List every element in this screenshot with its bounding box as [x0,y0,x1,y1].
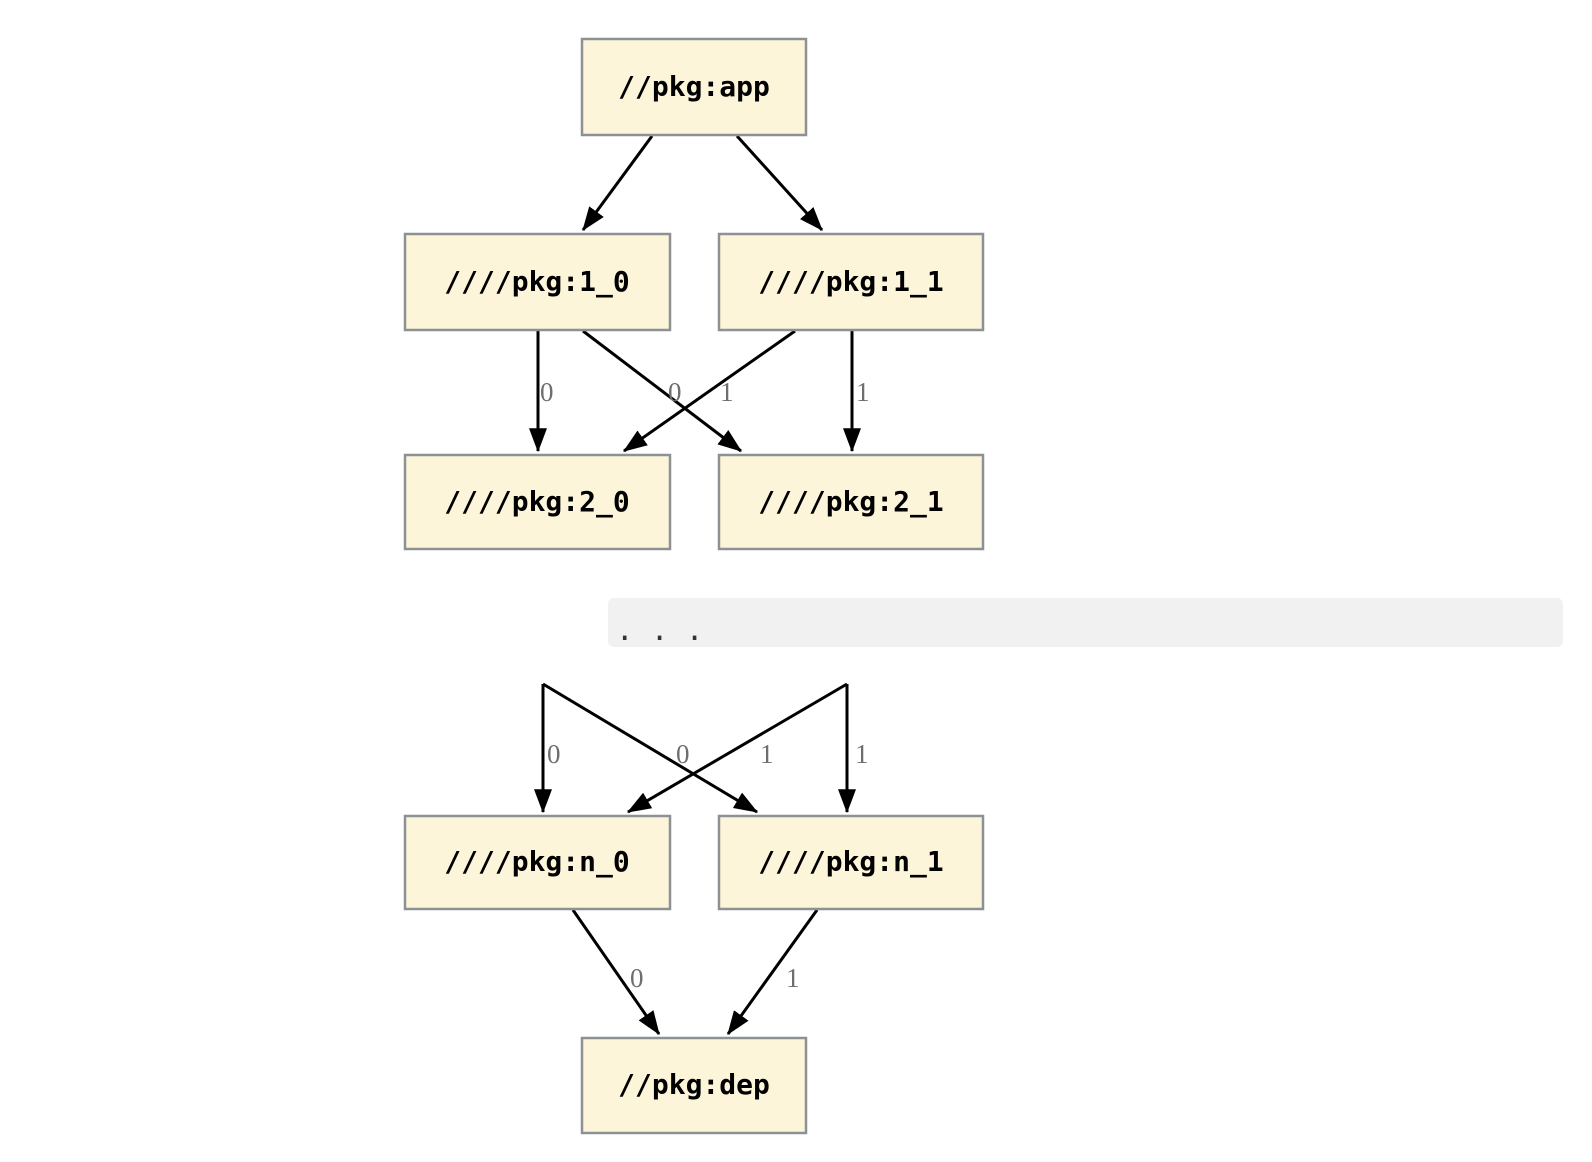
edge-1-1-to-2-0 [623,329,796,453]
edge-label-left-to-n-1: 1 [760,739,774,769]
node-pkg-n-1-label: ////pkg:n_1 [758,845,943,878]
ellipsis-text: . . . [616,613,703,647]
edge-1-0-to-2-1 [582,329,742,453]
node-pkg-2-0-box [403,453,672,551]
node-pkg-1-1: ////pkg:1_1 [717,232,985,332]
edge-app-to-1-1 [735,134,824,232]
node-pkg-1-0: ////pkg:1_0 [403,232,672,332]
node-pkg-2-0-label: ////pkg:2_0 [444,485,629,518]
node-pkg-app-label: //pkg:app [618,70,770,103]
edge-right-to-n-0 [626,682,848,814]
edge-app-to-1-0 [581,135,654,231]
node-pkg-n-0-box [403,814,672,911]
node-pkg-n-1: ////pkg:n_1 [717,814,985,911]
edge-label-left-to-n-0: 0 [547,739,561,769]
edge-label-right-to-n-1: 1 [855,739,869,769]
node-pkg-n-0-label: ////pkg:n_0 [444,845,629,878]
node-pkg-1-1-box [717,232,985,332]
edge-n-1-to-dep [726,909,819,1035]
node-pkg-app: //pkg:app [580,37,808,137]
node-pkg-2-1-box [717,453,985,551]
node-pkg-2-1: ////pkg:2_1 [717,453,985,551]
edge-label-1-0-to-2-1: 1 [720,377,734,407]
edge-left-to-n-1 [542,682,759,814]
edge-label-1-1-to-2-0: 0 [668,377,682,407]
edge-label-1-0-to-2-0: 0 [540,377,554,407]
node-pkg-dep: //pkg:dep [580,1036,808,1135]
node-pkg-1-1-label: ////pkg:1_1 [758,265,943,298]
node-pkg-2-1-label: ////pkg:2_1 [758,485,943,518]
node-pkg-dep-label: //pkg:dep [618,1068,770,1101]
edge-label-n-0-to-dep: 0 [630,963,644,993]
node-pkg-n-1-box [717,814,985,911]
edge-label-right-to-n-0: 0 [676,739,690,769]
node-pkg-app-box [580,37,808,137]
node-pkg-2-0: ////pkg:2_0 [403,453,672,551]
node-pkg-dep-box [580,1036,808,1135]
node-pkg-n-0: ////pkg:n_0 [403,814,672,911]
edge-label-n-1-to-dep: 1 [786,963,800,993]
ellipsis-band [608,598,1563,647]
edge-label-1-1-to-2-1: 1 [856,377,870,407]
edge-n-0-to-dep [571,909,661,1035]
node-pkg-1-0-box [403,232,672,332]
node-pkg-1-0-label: ////pkg:1_0 [444,265,629,298]
